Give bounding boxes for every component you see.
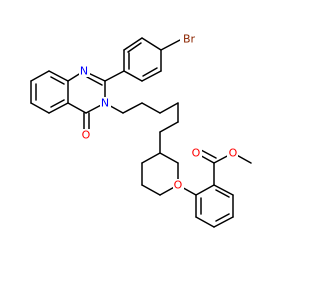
bond (142, 67, 158, 77)
bond (122, 102, 143, 114)
bond (213, 216, 234, 228)
atom-label-bg (173, 179, 184, 191)
atom-layer: Br N N O O O O (79, 32, 238, 192)
bond (30, 70, 50, 82)
atom-n3: N (100, 97, 111, 110)
bond (50, 99, 65, 108)
bond-layer (30, 37, 252, 228)
atom-label-bg (81, 129, 92, 141)
bond (160, 39, 181, 51)
bond (159, 152, 179, 164)
bond (159, 121, 179, 133)
bond (123, 37, 143, 51)
bond (215, 189, 230, 198)
atom-br: Br (180, 32, 198, 46)
bond (48, 102, 69, 114)
bond (104, 70, 125, 82)
bond (67, 102, 87, 114)
atom-label-bg (100, 97, 111, 109)
bond (50, 76, 65, 85)
bond (215, 213, 230, 222)
structure-canvas: Br N N O O O O (30, 32, 252, 228)
bond (195, 184, 215, 196)
bond (141, 102, 161, 114)
bond (159, 102, 179, 114)
bond (200, 149, 217, 159)
nitrogen-label: N (80, 65, 88, 78)
atom-o-ketone: O (81, 129, 92, 142)
atom-o-ester: O (227, 147, 238, 160)
atom-o-ether: O (173, 179, 184, 192)
oxygen-label: O (82, 129, 91, 142)
atom-o-ester-carbonyl: O (191, 147, 202, 160)
atom-label-bg (180, 32, 198, 46)
bond (141, 37, 162, 51)
atom-label-bg (79, 65, 90, 77)
nitrogen-label: N (101, 97, 109, 110)
bond (127, 42, 142, 53)
bond (141, 152, 161, 164)
atom-n1: N (79, 65, 90, 78)
atom-label-bg (191, 147, 202, 159)
oxygen-label: O (229, 147, 238, 160)
molecule-drawing: Br N N O O O O (30, 32, 252, 228)
bond (141, 70, 162, 82)
oxygen-label: O (192, 147, 201, 160)
bond (213, 184, 234, 196)
bond (195, 216, 215, 228)
bond (30, 102, 50, 114)
bond (141, 184, 161, 196)
oxygen-label: O (174, 179, 183, 192)
bond (86, 76, 103, 86)
bromine-label: Br (183, 33, 196, 46)
bond (123, 70, 143, 82)
bond (48, 70, 69, 82)
atom-label-bg (227, 147, 238, 159)
